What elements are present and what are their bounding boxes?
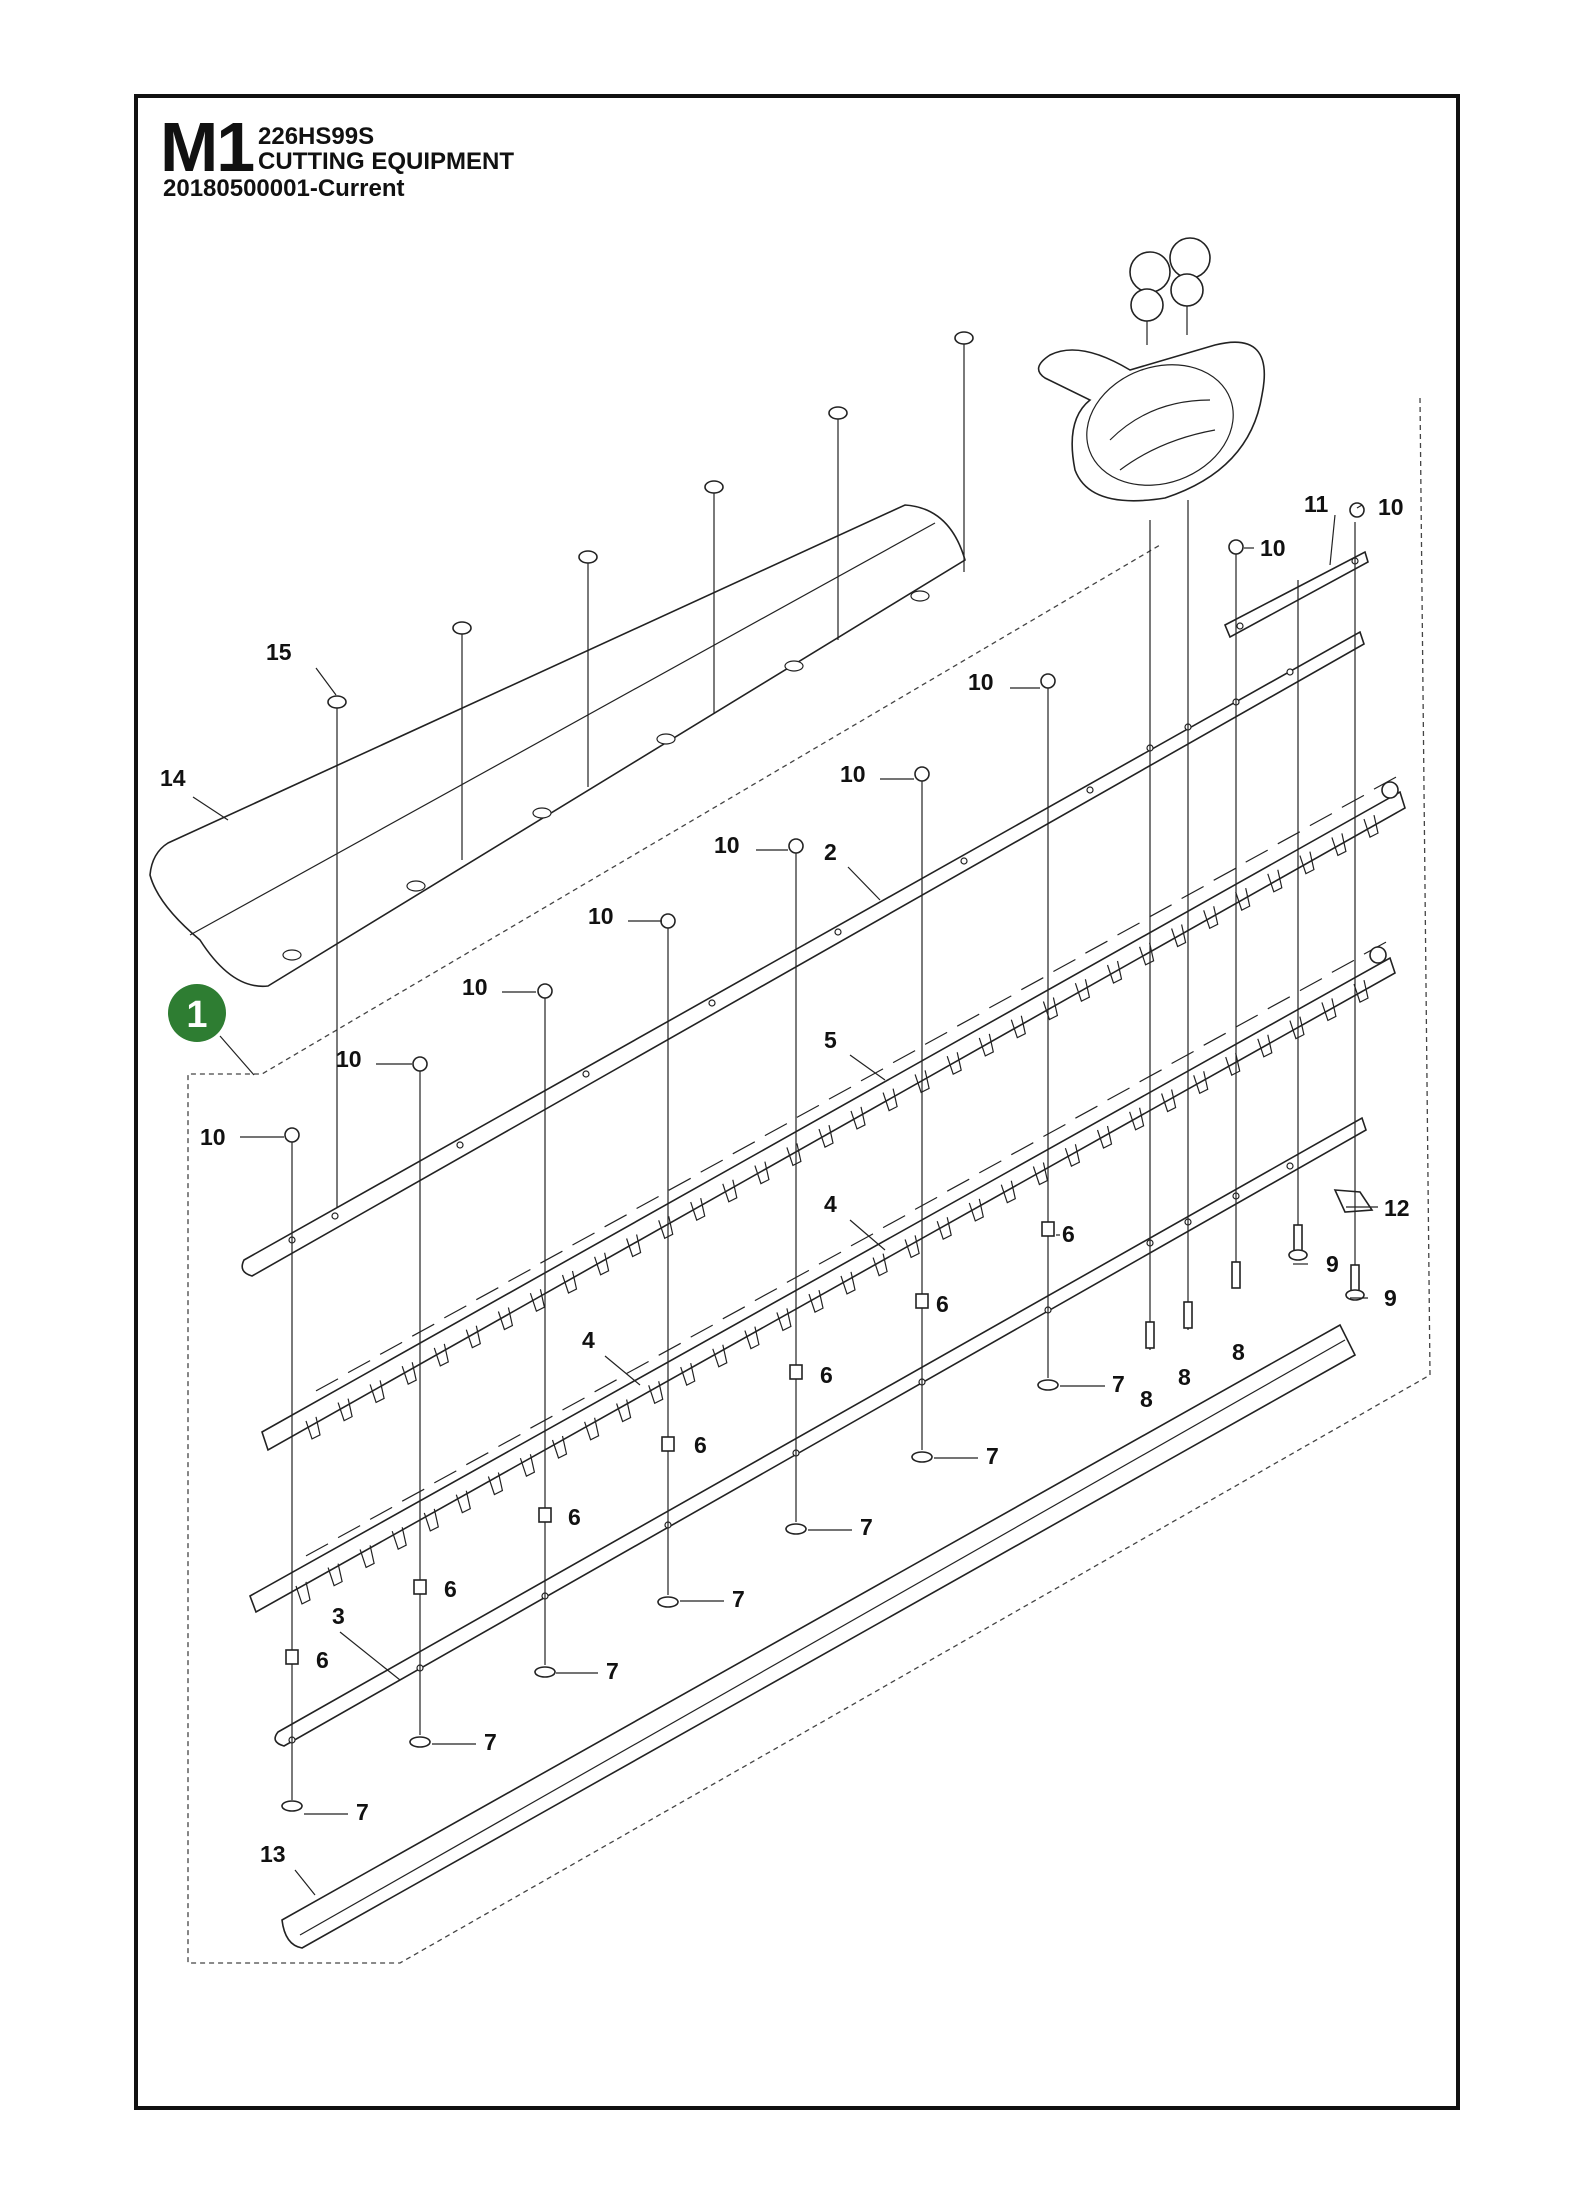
part-4-lower-blade (249, 941, 1396, 1614)
label-6-f: 6 (444, 1576, 457, 1602)
label-6-c: 6 (820, 1362, 833, 1388)
label-11: 11 (1304, 491, 1329, 517)
label-8-a: 8 (1232, 1339, 1245, 1365)
label-3: 3 (332, 1603, 345, 1629)
label-8-b: 8 (1178, 1364, 1191, 1390)
label-7-f: 7 (484, 1729, 497, 1755)
label-10-b: 10 (840, 761, 866, 787)
label-10-g: 10 (200, 1124, 226, 1150)
label-6-d: 6 (694, 1432, 707, 1458)
label-7-a: 7 (1112, 1371, 1125, 1397)
label-15: 15 (266, 639, 292, 665)
page-frame (134, 94, 1460, 2110)
label-9-b: 9 (1384, 1285, 1397, 1311)
label-7-c: 7 (860, 1514, 873, 1540)
label-10-spacer: 10 (1260, 535, 1286, 561)
label-10-e: 10 (462, 974, 488, 1000)
assembly-badge[interactable]: 1 (168, 984, 226, 1042)
callout-leaders (192, 504, 1378, 1896)
part-11-spacer-bar (1223, 550, 1369, 639)
label-10-c: 10 (714, 832, 740, 858)
label-9-a: 9 (1326, 1251, 1339, 1277)
label-13: 13 (260, 1841, 286, 1867)
label-7-g: 7 (356, 1799, 369, 1825)
label-10-f: 10 (336, 1046, 362, 1072)
label-4-upper: 4 (824, 1191, 837, 1217)
part-15-screws (327, 331, 974, 1215)
fastener-leaders (240, 687, 1105, 1815)
label-14: 14 (160, 765, 186, 791)
part-3-lower-bar (274, 1116, 1367, 1747)
callout-labels: 15 14 2 5 4 4 3 13 11 10 10 10 10 10 10 … (160, 491, 1410, 1867)
model-number: 226HS99S (258, 123, 375, 150)
gear-housing (1037, 237, 1266, 502)
label-5: 5 (824, 1027, 837, 1053)
label-6-g: 6 (316, 1647, 329, 1673)
label-10-d: 10 (588, 903, 614, 929)
label-12: 12 (1384, 1195, 1410, 1221)
label-6-b: 6 (936, 1291, 949, 1317)
label-4-lower: 4 (582, 1327, 595, 1353)
section-code: M1 (160, 108, 255, 186)
part-2-blade-bar (241, 630, 1365, 1277)
diagram-title: CUTTING EQUIPMENT (258, 148, 514, 175)
label-7-b: 7 (986, 1443, 999, 1469)
part-5-upper-blade (261, 776, 1406, 1452)
label-2: 2 (824, 839, 837, 865)
fastener-stacks (281, 500, 1365, 1812)
label-7-d: 7 (732, 1586, 745, 1612)
label-6-e: 6 (568, 1504, 581, 1530)
assembly-badge-circle (168, 984, 226, 1042)
label-10-top-right: 10 (1378, 494, 1404, 520)
label-10-a: 10 (968, 669, 994, 695)
version-number: 20180500001-Current (163, 175, 405, 202)
part-13-guard-rail (281, 1323, 1357, 1949)
label-7-e: 7 (606, 1658, 619, 1684)
label-8-c: 8 (1140, 1386, 1153, 1412)
part-14-guard-plate (149, 504, 966, 988)
label-6-a: 6 (1062, 1221, 1075, 1247)
part-12-bracket (1333, 1189, 1374, 1213)
assembly-badge-number: 1 (186, 994, 207, 1036)
